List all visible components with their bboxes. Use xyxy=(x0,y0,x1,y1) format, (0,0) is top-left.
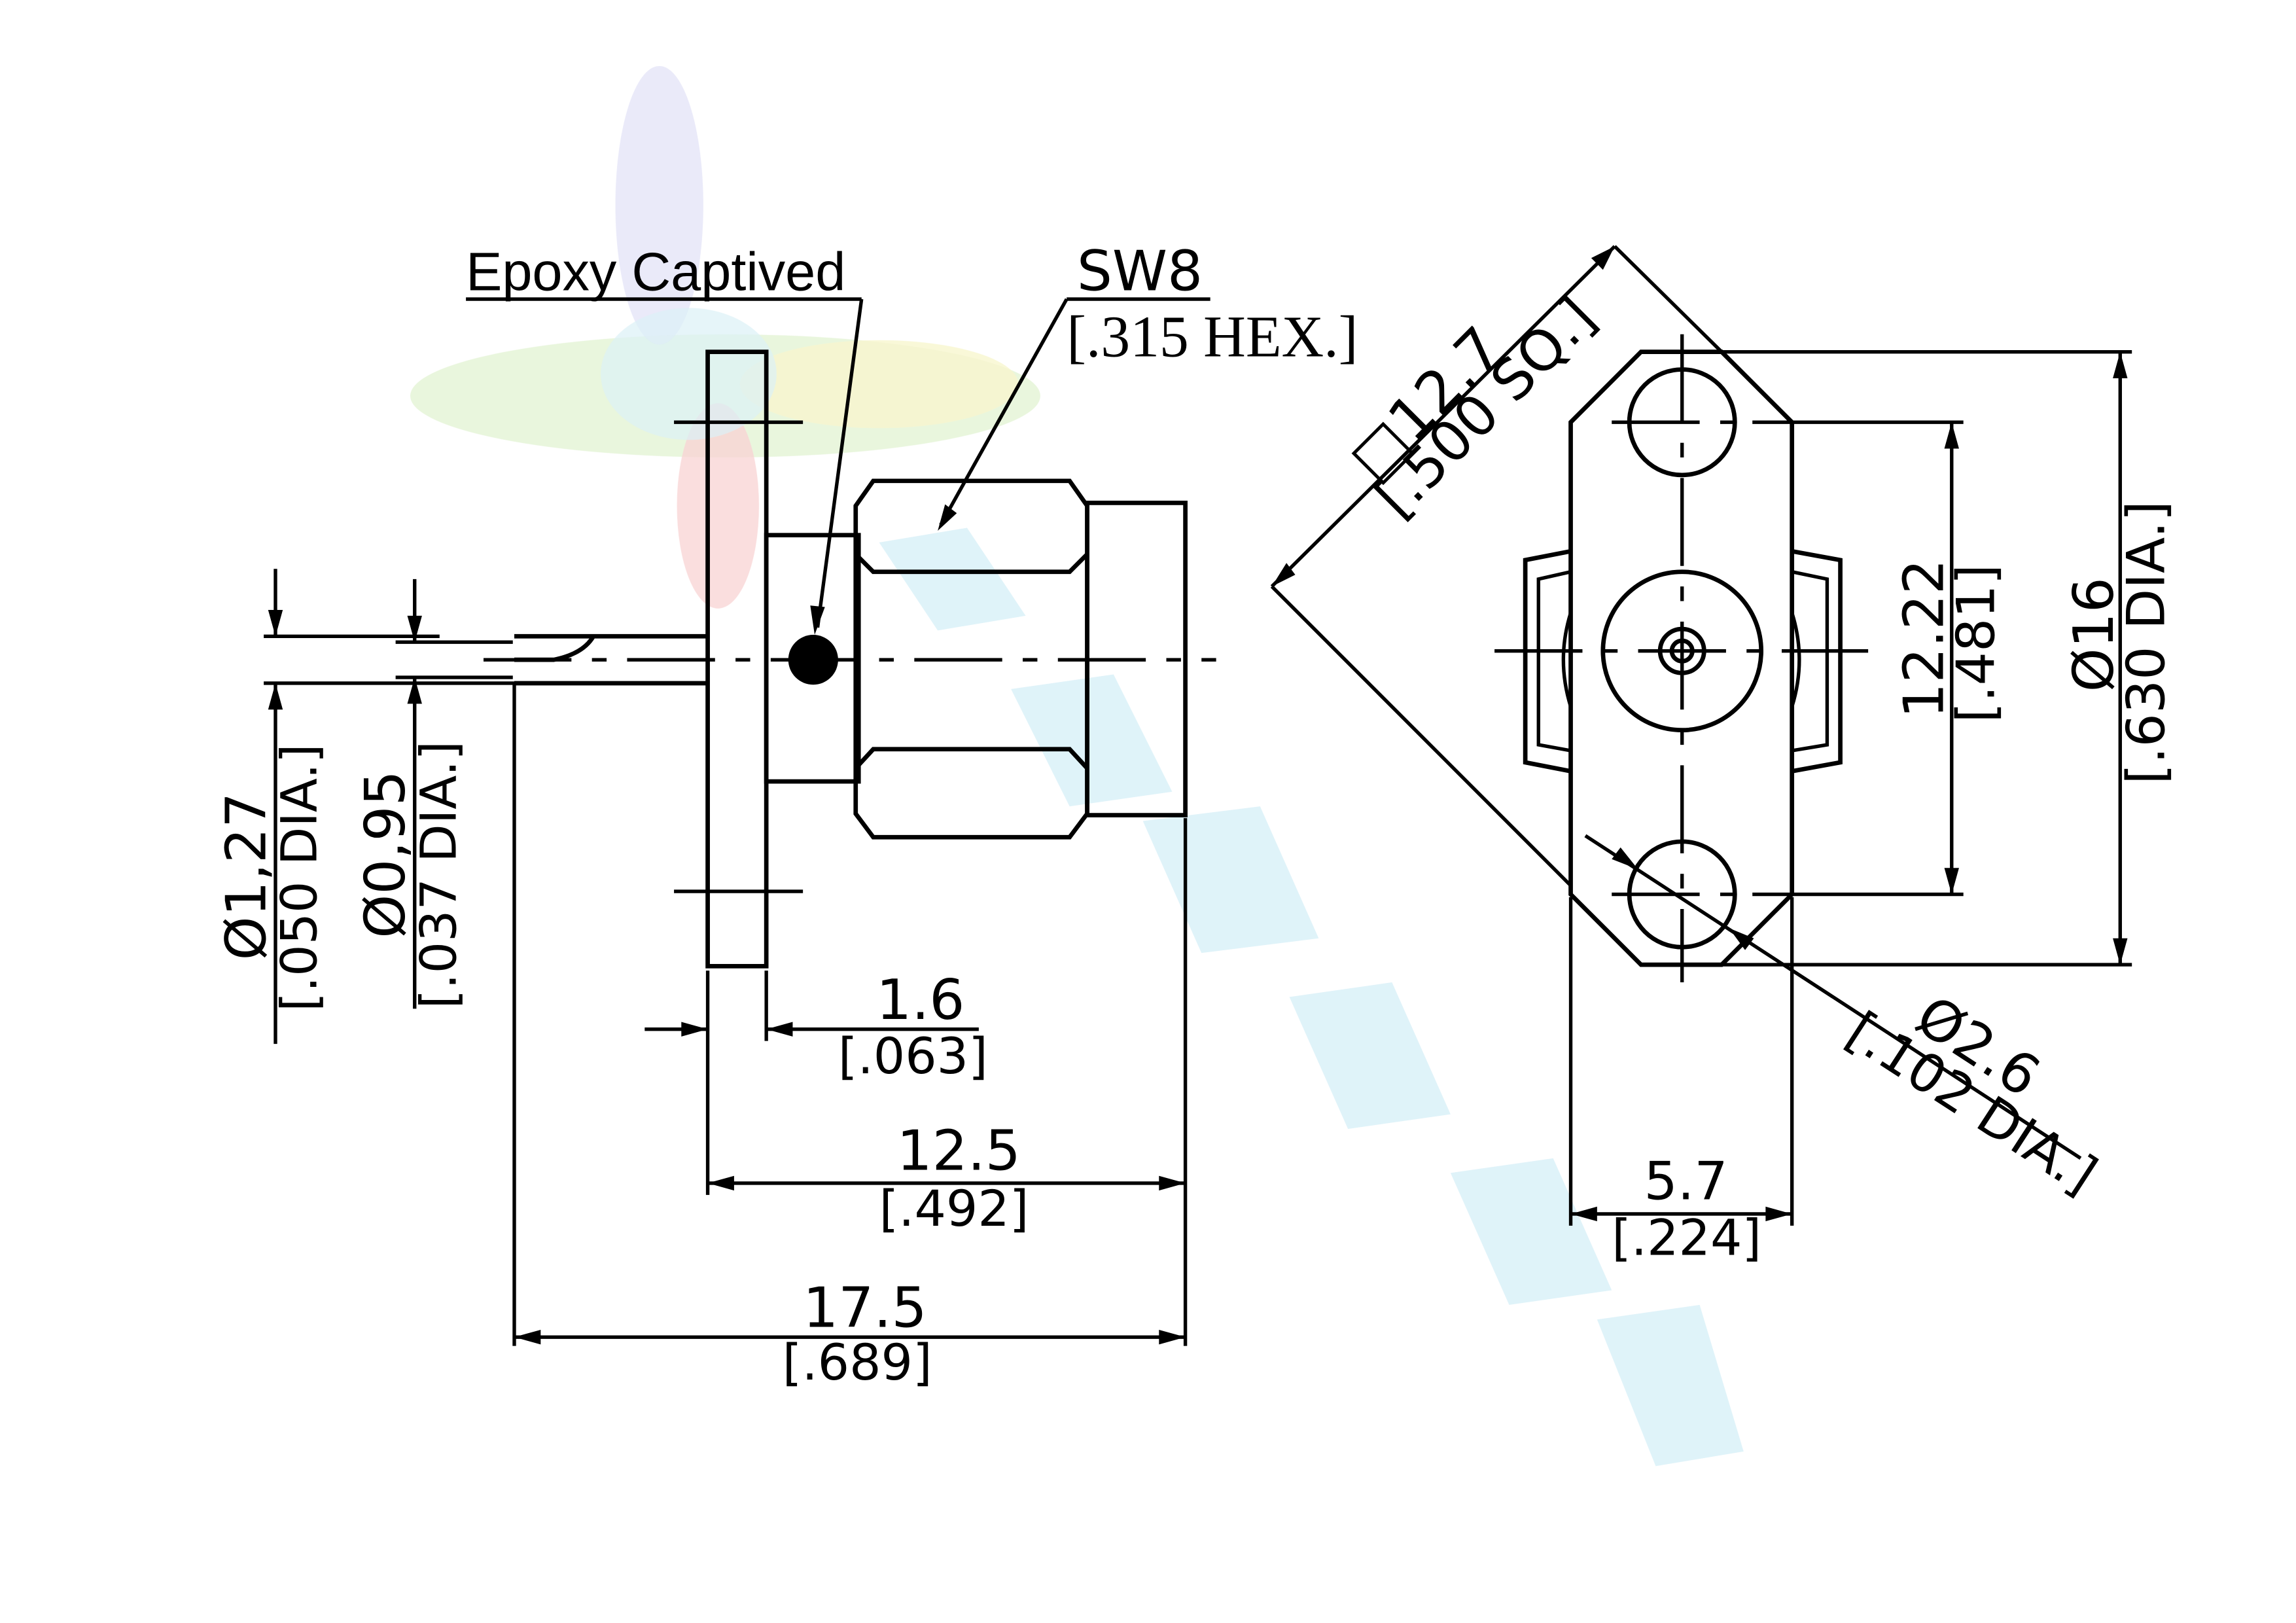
epoxy-leader xyxy=(466,297,864,635)
watermark-logo xyxy=(410,65,1744,1467)
hex-nut xyxy=(853,478,1089,840)
body-length-mm: 12.5 xyxy=(896,1119,1020,1184)
flange-width-dim xyxy=(1568,897,1794,1226)
flange-width-mm: 5.7 xyxy=(1644,1151,1728,1213)
pin-dim-lines xyxy=(264,569,528,1044)
flange-dia-mm: Ø16 xyxy=(2062,577,2127,692)
flange-dia-dim xyxy=(1722,349,2132,967)
pin-inner-inch: [.037 DIA.] xyxy=(409,741,467,1008)
hole-spacing-dim xyxy=(1752,420,1964,897)
flange-thickness-inch: [.063] xyxy=(838,1027,988,1085)
hex-inch-label: [.315 HEX.] xyxy=(1067,304,1358,369)
flange-thickness-mm: 1.6 xyxy=(876,968,964,1033)
hole-spacing-mm: 12.22 xyxy=(1892,559,1956,719)
overall-length-inch: [.689] xyxy=(783,1333,932,1391)
hex-size-label: SW8 xyxy=(1077,240,1203,304)
flange-thickness-dim xyxy=(645,971,979,1195)
side-view xyxy=(483,349,1216,1346)
hole-dia-dim xyxy=(1584,834,2082,1160)
pin-inner-mm: Ø0,95 xyxy=(353,770,418,938)
pin-outer-inch: [.050 DIA.] xyxy=(270,744,328,1012)
hole-spacing-inch: [.481] xyxy=(1946,564,2007,722)
body-length-inch: [.492] xyxy=(879,1179,1029,1238)
epoxy-label: Epoxy Captived xyxy=(466,241,845,302)
flange-width-inch: [.224] xyxy=(1612,1209,1761,1267)
hex-leader xyxy=(938,297,1210,531)
front-view xyxy=(1494,334,1869,982)
pin-outer-mm: Ø1,27 xyxy=(214,793,279,961)
overall-length-mm: 17.5 xyxy=(803,1275,927,1340)
flange-dia-inch: [.630 DIA.] xyxy=(2115,501,2177,784)
epoxy-dot xyxy=(788,635,838,685)
body-length-dim xyxy=(707,818,1188,1346)
flange-square-dim xyxy=(1270,245,1723,887)
overall-length-dim xyxy=(514,1329,1186,1345)
